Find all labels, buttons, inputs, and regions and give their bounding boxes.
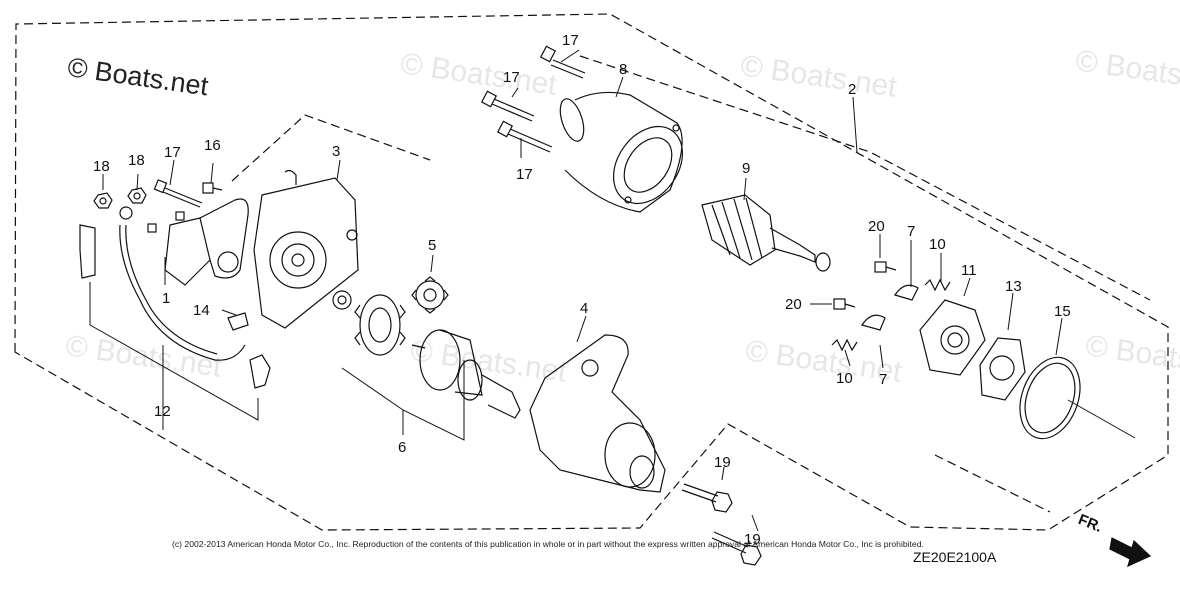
callout-label: 8	[619, 61, 627, 78]
diagram-code: ZE20E2100A	[913, 549, 997, 565]
callout-label: 11	[961, 262, 977, 279]
fr-arrow	[1109, 537, 1152, 568]
copyright-notice: (c) 2002-2013 American Honda Motor Co., …	[172, 539, 924, 549]
callout-label: 3	[332, 143, 340, 160]
callout-labels: 1 2 3 4 5 6 7 7 8 9 10 10 11 12 13 14 15…	[93, 32, 1071, 548]
callout-label: 15	[1054, 303, 1071, 320]
callout-label: 10	[836, 370, 853, 387]
brush-7-lower	[861, 314, 886, 331]
leader-lines	[89, 49, 1136, 532]
callout-label: 7	[907, 223, 915, 240]
bolt-16	[202, 182, 223, 194]
callout-label: 7	[879, 371, 887, 388]
callout-label: 13	[1005, 278, 1022, 295]
spring-10-upper	[924, 278, 951, 292]
bolt-19-lower	[711, 531, 762, 566]
plate-13	[979, 337, 1026, 401]
brush-holder-11	[919, 299, 986, 376]
bolt-17-top	[539, 45, 586, 79]
armature-9	[701, 194, 831, 272]
gear-5	[411, 276, 449, 314]
callout-label: 2	[848, 81, 856, 98]
nut-18	[93, 192, 113, 209]
callout-label: 18	[93, 158, 110, 175]
callout-label: 18	[128, 152, 145, 169]
nut-18	[127, 187, 147, 204]
callout-label: 16	[204, 137, 221, 154]
bolt-19-upper	[681, 483, 733, 513]
o-ring-15	[1019, 356, 1081, 440]
bolt-17-mid	[480, 90, 535, 122]
spring-10-lower	[831, 338, 858, 352]
callout-label: 17	[164, 144, 181, 161]
callout-label: 20	[868, 218, 885, 235]
callout-label: 6	[398, 439, 406, 456]
bolt-17-low	[496, 120, 553, 153]
callout-label: 19	[744, 531, 761, 548]
yoke-housing-8	[559, 91, 684, 213]
brush-7-upper	[894, 284, 919, 301]
end-cover-3	[253, 169, 359, 329]
bolt-17-left	[153, 179, 203, 208]
assembly-boundary	[14, 13, 1169, 531]
callout-label: 5	[428, 237, 436, 254]
screw-20-lower	[833, 298, 856, 310]
callout-label: 4	[580, 300, 588, 317]
callout-label: 19	[714, 454, 731, 471]
callout-label: 1	[162, 290, 170, 307]
gear-set-6	[332, 290, 406, 356]
callout-label: 20	[785, 296, 802, 313]
solenoid-1	[147, 198, 249, 286]
callout-label: 17	[562, 32, 579, 49]
callout-label: 17	[503, 69, 520, 86]
pinion-assembly	[411, 329, 521, 419]
callout-label: 12	[154, 403, 171, 420]
cable-12	[79, 206, 271, 389]
screw-20-upper	[874, 261, 897, 273]
callout-label: 17	[516, 166, 533, 183]
front-housing-4	[529, 334, 666, 493]
callout-label: 10	[929, 236, 946, 253]
clip-14	[227, 312, 249, 331]
callout-label: 14	[193, 302, 210, 319]
callout-label: 9	[742, 160, 750, 177]
